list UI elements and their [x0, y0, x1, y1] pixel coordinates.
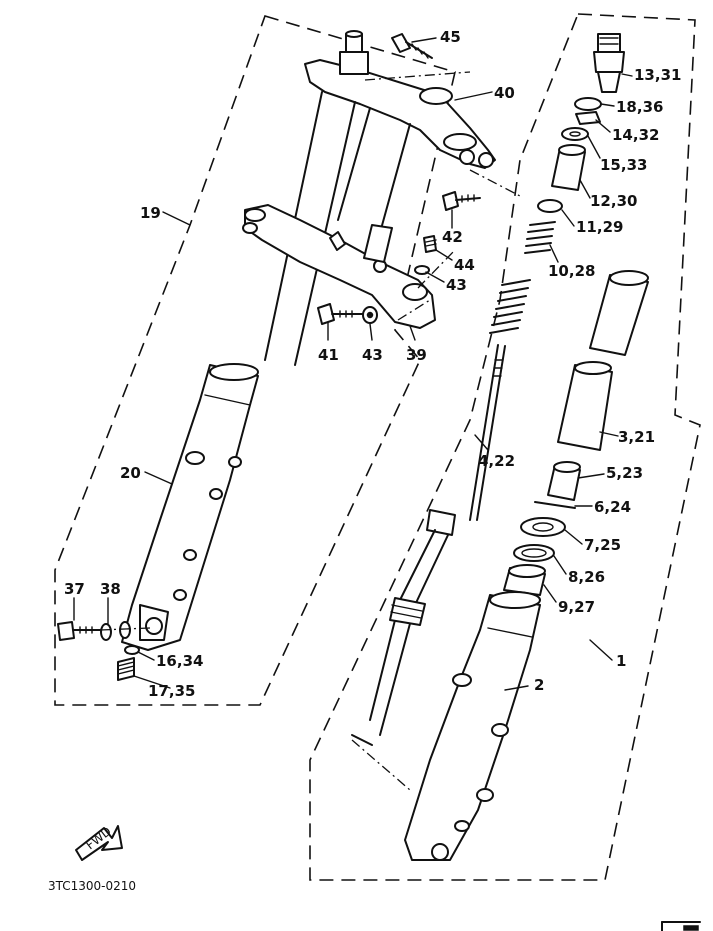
label-19: 19 — [140, 204, 161, 222]
bolt-45 — [391, 33, 433, 59]
label-38: 38 — [100, 580, 121, 598]
washer-43-lower — [362, 306, 378, 324]
label-1: 1 — [616, 652, 626, 670]
under-bracket — [242, 204, 436, 329]
label-43-lower: 43 — [362, 346, 383, 364]
label-39: 39 — [406, 346, 427, 364]
label-3-21: 3,21 — [618, 428, 655, 446]
label-13-31: 13,31 — [634, 66, 681, 84]
label-9-27: 9,27 — [558, 598, 595, 616]
label-12-30: 12,30 — [590, 192, 637, 210]
gasket-16 — [119, 621, 140, 655]
group-boundary-19 — [54, 15, 456, 706]
label-43-upper: 43 — [446, 276, 467, 294]
label-16-34: 16,34 — [156, 652, 203, 670]
o-ring-18 — [574, 97, 602, 111]
leader-lines — [73, 37, 633, 691]
outer-tube-right — [404, 591, 541, 861]
damper-rod — [351, 344, 506, 746]
slide-bushing-3 — [557, 361, 613, 451]
label-14-32: 14,32 — [612, 126, 659, 144]
spring-10 — [489, 221, 556, 334]
stem-nut-top — [339, 30, 369, 75]
label-6-24: 6,24 — [594, 498, 631, 516]
label-17-35: 17,35 — [148, 682, 195, 700]
washer-15 — [561, 127, 589, 141]
label-8-26: 8,26 — [568, 568, 605, 586]
label-18-36: 18,36 — [616, 98, 663, 116]
cap-bolt-13 — [593, 33, 625, 93]
label-10-28: 10,28 — [548, 262, 595, 280]
nut-14 — [575, 111, 601, 125]
label-20: 20 — [120, 464, 141, 482]
oil-seal-7 — [520, 517, 566, 537]
clip-6 — [534, 501, 576, 509]
corner-mark — [661, 921, 701, 931]
label-41: 41 — [318, 346, 339, 364]
center-lines — [99, 71, 521, 791]
upper-bracket — [304, 59, 496, 169]
label-5-23: 5,23 — [606, 464, 643, 482]
label-37: 37 — [64, 580, 85, 598]
spring-seat-11 — [537, 199, 563, 213]
label-4-22: 4,22 — [478, 452, 515, 470]
seal-5 — [547, 461, 581, 501]
washer-38 — [100, 623, 112, 641]
washer-8 — [513, 544, 555, 562]
label-42: 42 — [442, 228, 463, 246]
collar-12 — [551, 144, 586, 191]
group-boundary-1 — [309, 13, 701, 881]
label-40: 40 — [494, 84, 515, 102]
bolt-37 — [57, 621, 101, 641]
bolt-42 — [442, 191, 481, 211]
drain-screw-17 — [117, 657, 135, 681]
fwd-arrow-icon: FWD — [75, 824, 123, 861]
diagram-code: 3TC1300-0210 — [48, 879, 136, 893]
label-7-25: 7,25 — [584, 536, 621, 554]
outer-tube-left — [121, 363, 259, 651]
screw-44 — [423, 235, 437, 253]
steering-stem — [363, 224, 393, 263]
bolt-41 — [317, 303, 363, 325]
label-15-33: 15,33 — [600, 156, 647, 174]
bushing-9 — [503, 564, 546, 596]
label-2: 2 — [534, 676, 544, 694]
inner-tube-right — [589, 270, 649, 356]
label-44: 44 — [454, 256, 475, 274]
label-45: 45 — [440, 28, 461, 46]
label-11-29: 11,29 — [576, 218, 623, 236]
